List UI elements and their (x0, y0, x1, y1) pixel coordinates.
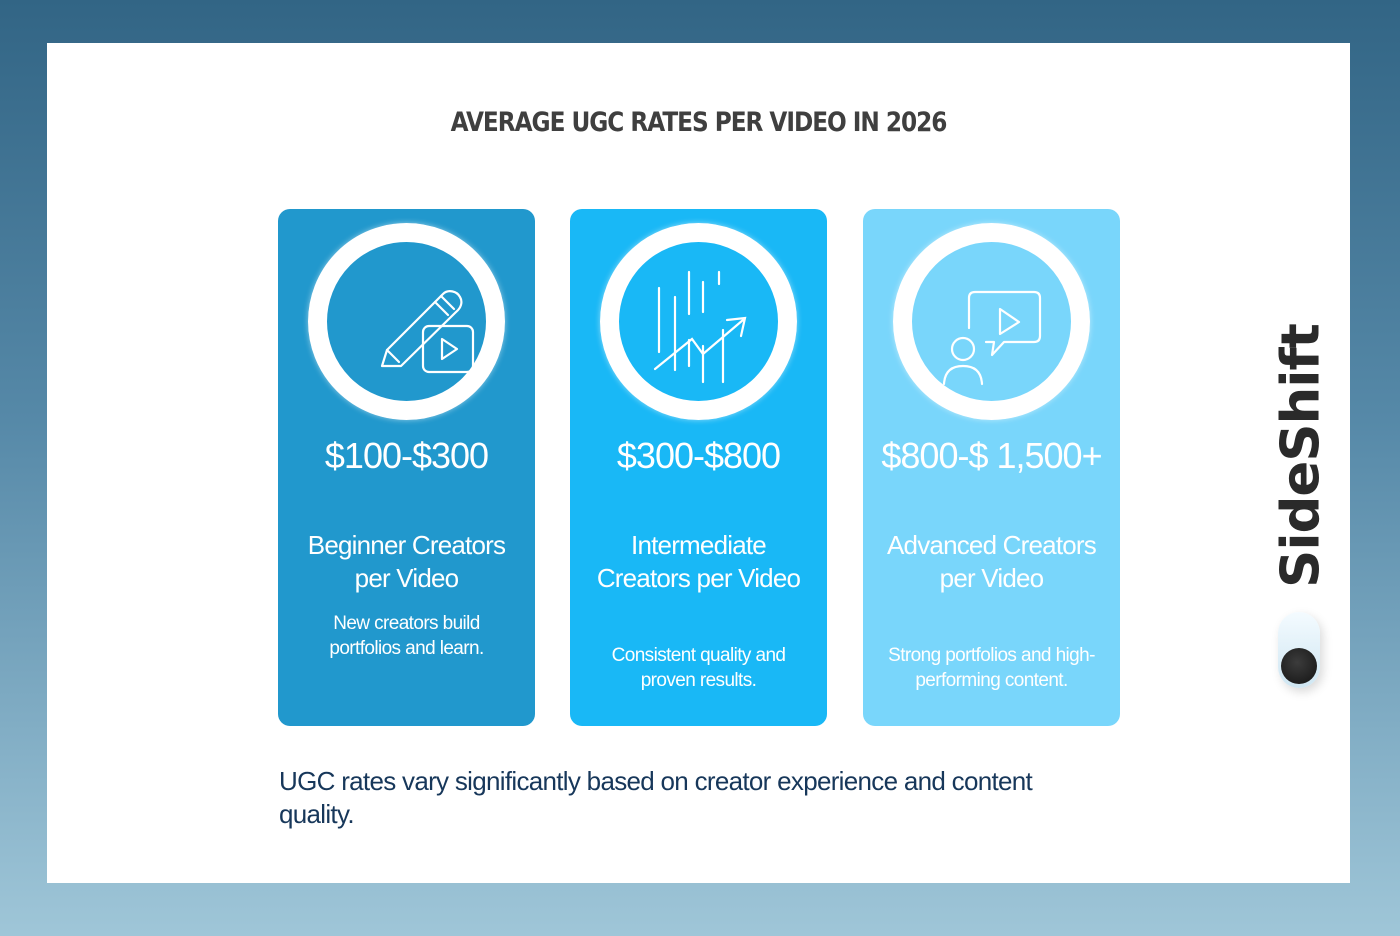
price-range: $300-$800 (616, 435, 781, 476)
tier-label: Intermediate Creators per Video (596, 530, 801, 593)
tier-label: Advanced Creators per Video (887, 530, 1097, 593)
creator-speech-video-icon (942, 290, 1042, 386)
toggle-knob-icon (1281, 648, 1317, 684)
rate-card-advanced: $800-$ 1,500+ Advanced Creators per Vide… (863, 209, 1120, 726)
brand-logo: SideShift (1266, 318, 1336, 698)
tier-label: Beginner Creators per Video (307, 530, 506, 593)
tier-description: Consistent quality and proven results. (611, 645, 786, 691)
rate-card-intermediate: $300-$800 Intermediate Creators per Vide… (570, 209, 827, 726)
pencil-video-icon (380, 290, 475, 374)
tier-description: Strong portfolios and high-performing co… (888, 645, 1095, 691)
growth-chart-icon (653, 270, 747, 384)
icon-ring (308, 223, 505, 420)
icon-ring (893, 223, 1090, 420)
toggle-logo-icon (1278, 612, 1320, 688)
brand-name: SideShift (1270, 324, 1332, 588)
footer-note: UGC rates vary significantly based on cr… (279, 766, 1033, 829)
tier-description: New creators build portfolios and learn. (329, 613, 484, 659)
rate-card-beginner: $100-$300 Beginner Creators per Video Ne… (278, 209, 535, 726)
icon-ring (600, 223, 797, 420)
price-range: $100-$300 (324, 435, 489, 476)
price-range: $800-$ 1,500+ (881, 435, 1102, 476)
infographic-canvas: Average UGC Rates per Video in 2026 $100… (47, 43, 1350, 883)
page-title: Average UGC Rates per Video in 2026 (450, 107, 948, 138)
